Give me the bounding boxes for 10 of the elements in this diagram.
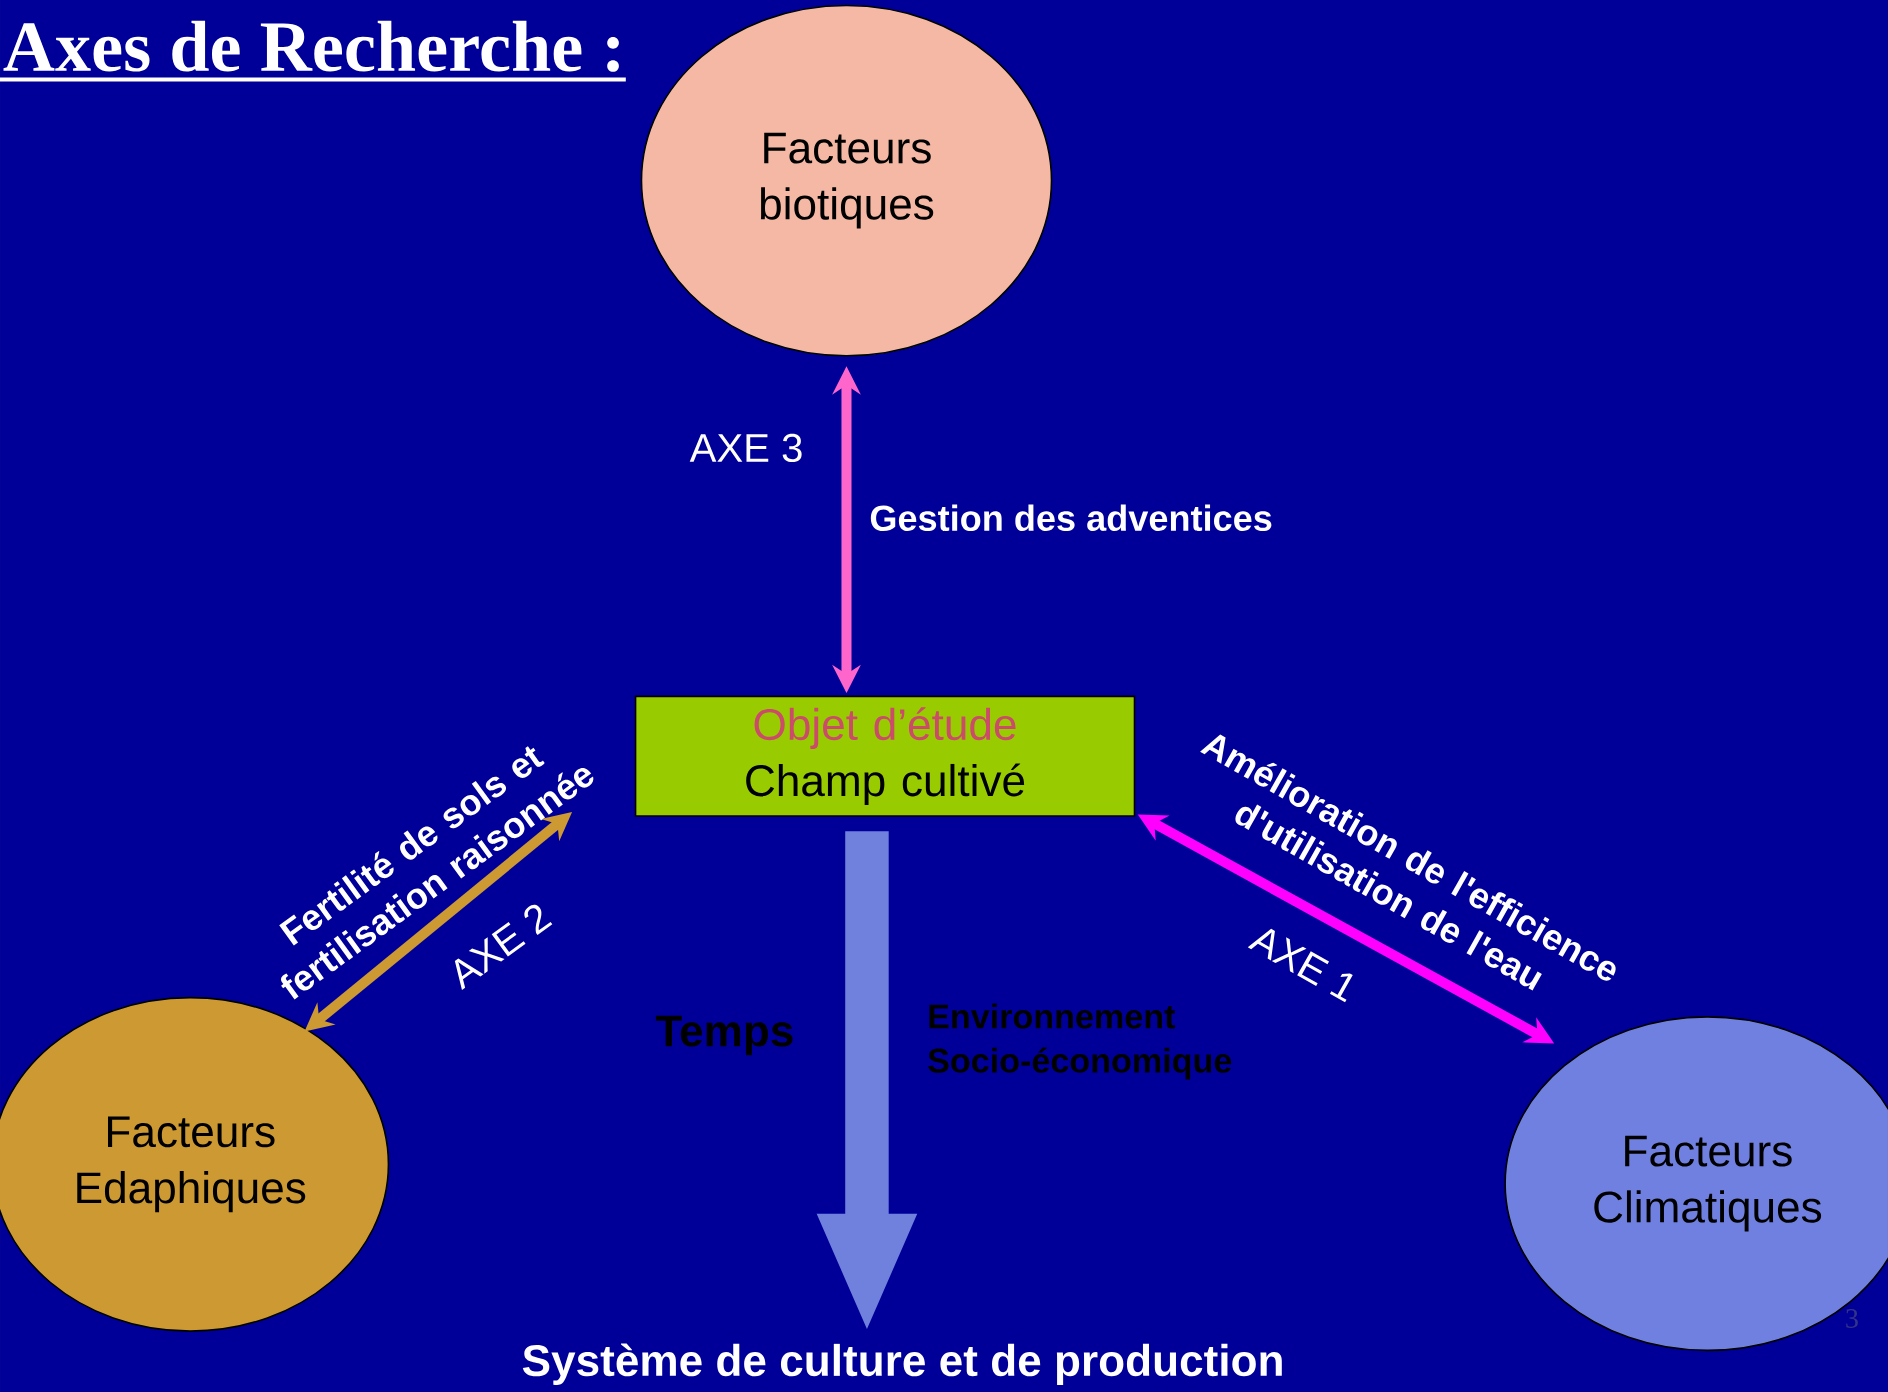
- side-label: Temps: [655, 1015, 793, 1056]
- process-box: Objet d’étude Champ cultivé: [634, 695, 1136, 817]
- axis-label: AXE 2: [454, 904, 553, 990]
- axis-label: AXE 3: [689, 433, 802, 463]
- side-label: Environnement Socio-économique: [928, 1003, 1232, 1080]
- result-text: Système de culture et de production: [522, 1343, 1282, 1386]
- axis-label: AXE 1: [1247, 928, 1353, 1003]
- edge-label: Gestion des adventices: [870, 504, 1272, 532]
- title: Axes de Recherche :: [0, 20, 626, 82]
- circle-node: Facteurs biotiques: [640, 4, 1053, 357]
